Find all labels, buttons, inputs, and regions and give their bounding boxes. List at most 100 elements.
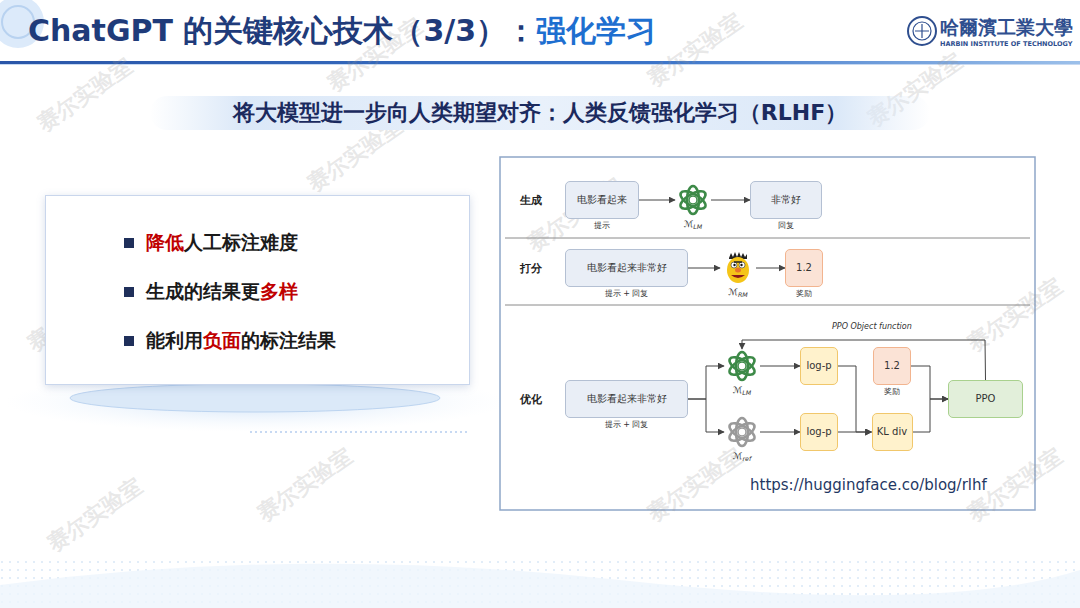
diagram-frame bbox=[500, 157, 1035, 510]
text-run: 降低 bbox=[146, 231, 184, 253]
watermark: 赛尔实验室 bbox=[251, 441, 358, 529]
box-text: 电影看起来非常好 bbox=[587, 393, 667, 405]
platform-disc bbox=[70, 384, 440, 412]
connector-arrow bbox=[911, 366, 948, 399]
text-run: ℳ bbox=[733, 451, 743, 461]
reward-box: 1.2奖励 bbox=[873, 347, 911, 385]
watermark: 赛尔实验室 bbox=[41, 471, 148, 559]
connector-arrow bbox=[756, 268, 785, 269]
row-label: 生成 bbox=[520, 193, 542, 208]
slide-title: ChatGPT 的关键核心技术（3/3）：强化学习 bbox=[28, 11, 656, 52]
subtitle-banner: 将大模型进一步向人类期望对齐：人类反馈强化学习（RLHF） bbox=[150, 96, 930, 130]
connector-arrow bbox=[838, 366, 872, 432]
caption-text: 奖励 bbox=[796, 288, 812, 299]
text-run: 能利用 bbox=[146, 329, 203, 351]
connector-arrow bbox=[688, 268, 720, 269]
reward-box: 1.2奖励 bbox=[785, 249, 823, 287]
text-run: ChatGPT 的关键核心技术（3/3）： bbox=[28, 13, 536, 48]
text-run: 的标注结果 bbox=[241, 329, 336, 351]
caption-text: 提示 + 回复 bbox=[605, 288, 649, 299]
text-run: ℳ bbox=[684, 219, 694, 229]
watermark: 赛尔实验室 bbox=[961, 271, 1068, 359]
box-text: KL div bbox=[877, 426, 907, 438]
source-url: https://huggingface.co/blog/rlhf bbox=[750, 476, 987, 494]
caption-text: 提示 + 回复 bbox=[605, 419, 649, 430]
bullet-square bbox=[124, 336, 134, 346]
reference-model-icon: ℳref bbox=[724, 415, 760, 449]
reward-model-icon: ℳRM bbox=[720, 251, 756, 285]
logo-english: HARBIN INSTITUTE OF TECHNOLOGY bbox=[940, 40, 1072, 48]
connector-arrow bbox=[688, 399, 724, 432]
logo-name: 哈爾濱工業大學 bbox=[940, 15, 1073, 41]
text-run: 人工标注难度 bbox=[184, 231, 298, 253]
text-run: ℳ bbox=[728, 287, 738, 297]
box-text: 1.2 bbox=[796, 262, 812, 274]
text-run: 负面 bbox=[203, 329, 241, 351]
bottom-swoosh bbox=[0, 564, 1080, 608]
kl-div-box: KL div bbox=[872, 413, 913, 451]
prompt-box: 电影看起来提示 bbox=[565, 181, 639, 219]
connector-arrow bbox=[639, 200, 675, 201]
logp-box: log-p bbox=[800, 347, 838, 385]
model-logo-icon bbox=[675, 183, 711, 217]
text-run: LM bbox=[742, 389, 751, 396]
title-underline-light bbox=[0, 64, 1080, 65]
caption-text: ℳLM bbox=[733, 385, 752, 396]
dot-texture bbox=[0, 560, 1080, 608]
response-box: 非常好回复 bbox=[750, 181, 822, 219]
row-separator bbox=[505, 238, 1030, 239]
text-run: ℳ bbox=[733, 385, 743, 395]
connector-arrow bbox=[688, 366, 724, 399]
box-text: 1.2 bbox=[884, 360, 900, 372]
box-text: 将大模型进一步向人类期望对齐：人类反馈强化学习（RLHF） bbox=[233, 100, 847, 125]
language-model-icon: ℳLM bbox=[675, 183, 711, 217]
caption-text: 提示 bbox=[594, 220, 610, 231]
bullet-square bbox=[124, 238, 134, 248]
text-run: 生成的结果更 bbox=[146, 280, 260, 302]
bullet-text: 降低人工标注难度 bbox=[146, 230, 298, 256]
connector-arrow bbox=[742, 340, 986, 380]
box-text: log-p bbox=[806, 360, 831, 372]
language-model-icon: ℳLM bbox=[724, 349, 760, 383]
bullet-square bbox=[124, 287, 134, 297]
text-run: LM bbox=[693, 223, 702, 230]
platform-dash bbox=[250, 432, 470, 433]
text-run: 强化学习 bbox=[536, 13, 656, 48]
logp-box: log-p bbox=[800, 413, 838, 451]
box-text: 电影看起来非常好 bbox=[587, 262, 667, 274]
caption-text: 回复 bbox=[778, 220, 794, 231]
text-run: ref bbox=[742, 455, 751, 462]
box-text: PPO bbox=[976, 393, 996, 405]
watermark: 赛尔实验室 bbox=[31, 51, 138, 139]
watermark: 赛尔实验室 bbox=[641, 441, 748, 529]
connector-arrow bbox=[711, 200, 750, 201]
watermark: 赛尔实验室 bbox=[641, 6, 748, 94]
caption-text: ℳLM bbox=[684, 219, 703, 230]
model-logo-icon bbox=[724, 415, 760, 449]
row-separator bbox=[505, 305, 1030, 306]
prompt-response-box: 电影看起来非常好提示 + 回复 bbox=[565, 249, 688, 287]
muppet-icon bbox=[720, 251, 756, 285]
caption-text: 奖励 bbox=[884, 386, 900, 397]
caption-text: ℳref bbox=[733, 451, 751, 462]
bullet-panel: 降低人工标注难度生成的结果更多样能利用负面的标注结果 bbox=[45, 195, 470, 385]
edge-label: PPO Object function bbox=[830, 322, 914, 331]
text-run: 多样 bbox=[260, 280, 298, 302]
text-run: RM bbox=[738, 291, 748, 298]
box-text: 电影看起来 bbox=[577, 194, 627, 206]
connector-arrow bbox=[760, 432, 800, 433]
prompt-response-box: 电影看起来非常好提示 + 回复 bbox=[565, 380, 688, 418]
connector-arrow bbox=[913, 399, 949, 432]
logo-emblem bbox=[908, 17, 936, 45]
box-text: 非常好 bbox=[771, 194, 801, 206]
connector-arrow bbox=[838, 432, 872, 433]
bullet-text: 能利用负面的标注结果 bbox=[146, 328, 336, 354]
ppo-box: PPO bbox=[948, 380, 1023, 418]
connector-arrow bbox=[760, 366, 800, 367]
box-text: log-p bbox=[806, 426, 831, 438]
bullet-text: 生成的结果更多样 bbox=[146, 279, 298, 305]
row-label: 打分 bbox=[520, 261, 542, 276]
caption-text: ℳRM bbox=[728, 287, 747, 298]
title-underline bbox=[0, 61, 1080, 64]
